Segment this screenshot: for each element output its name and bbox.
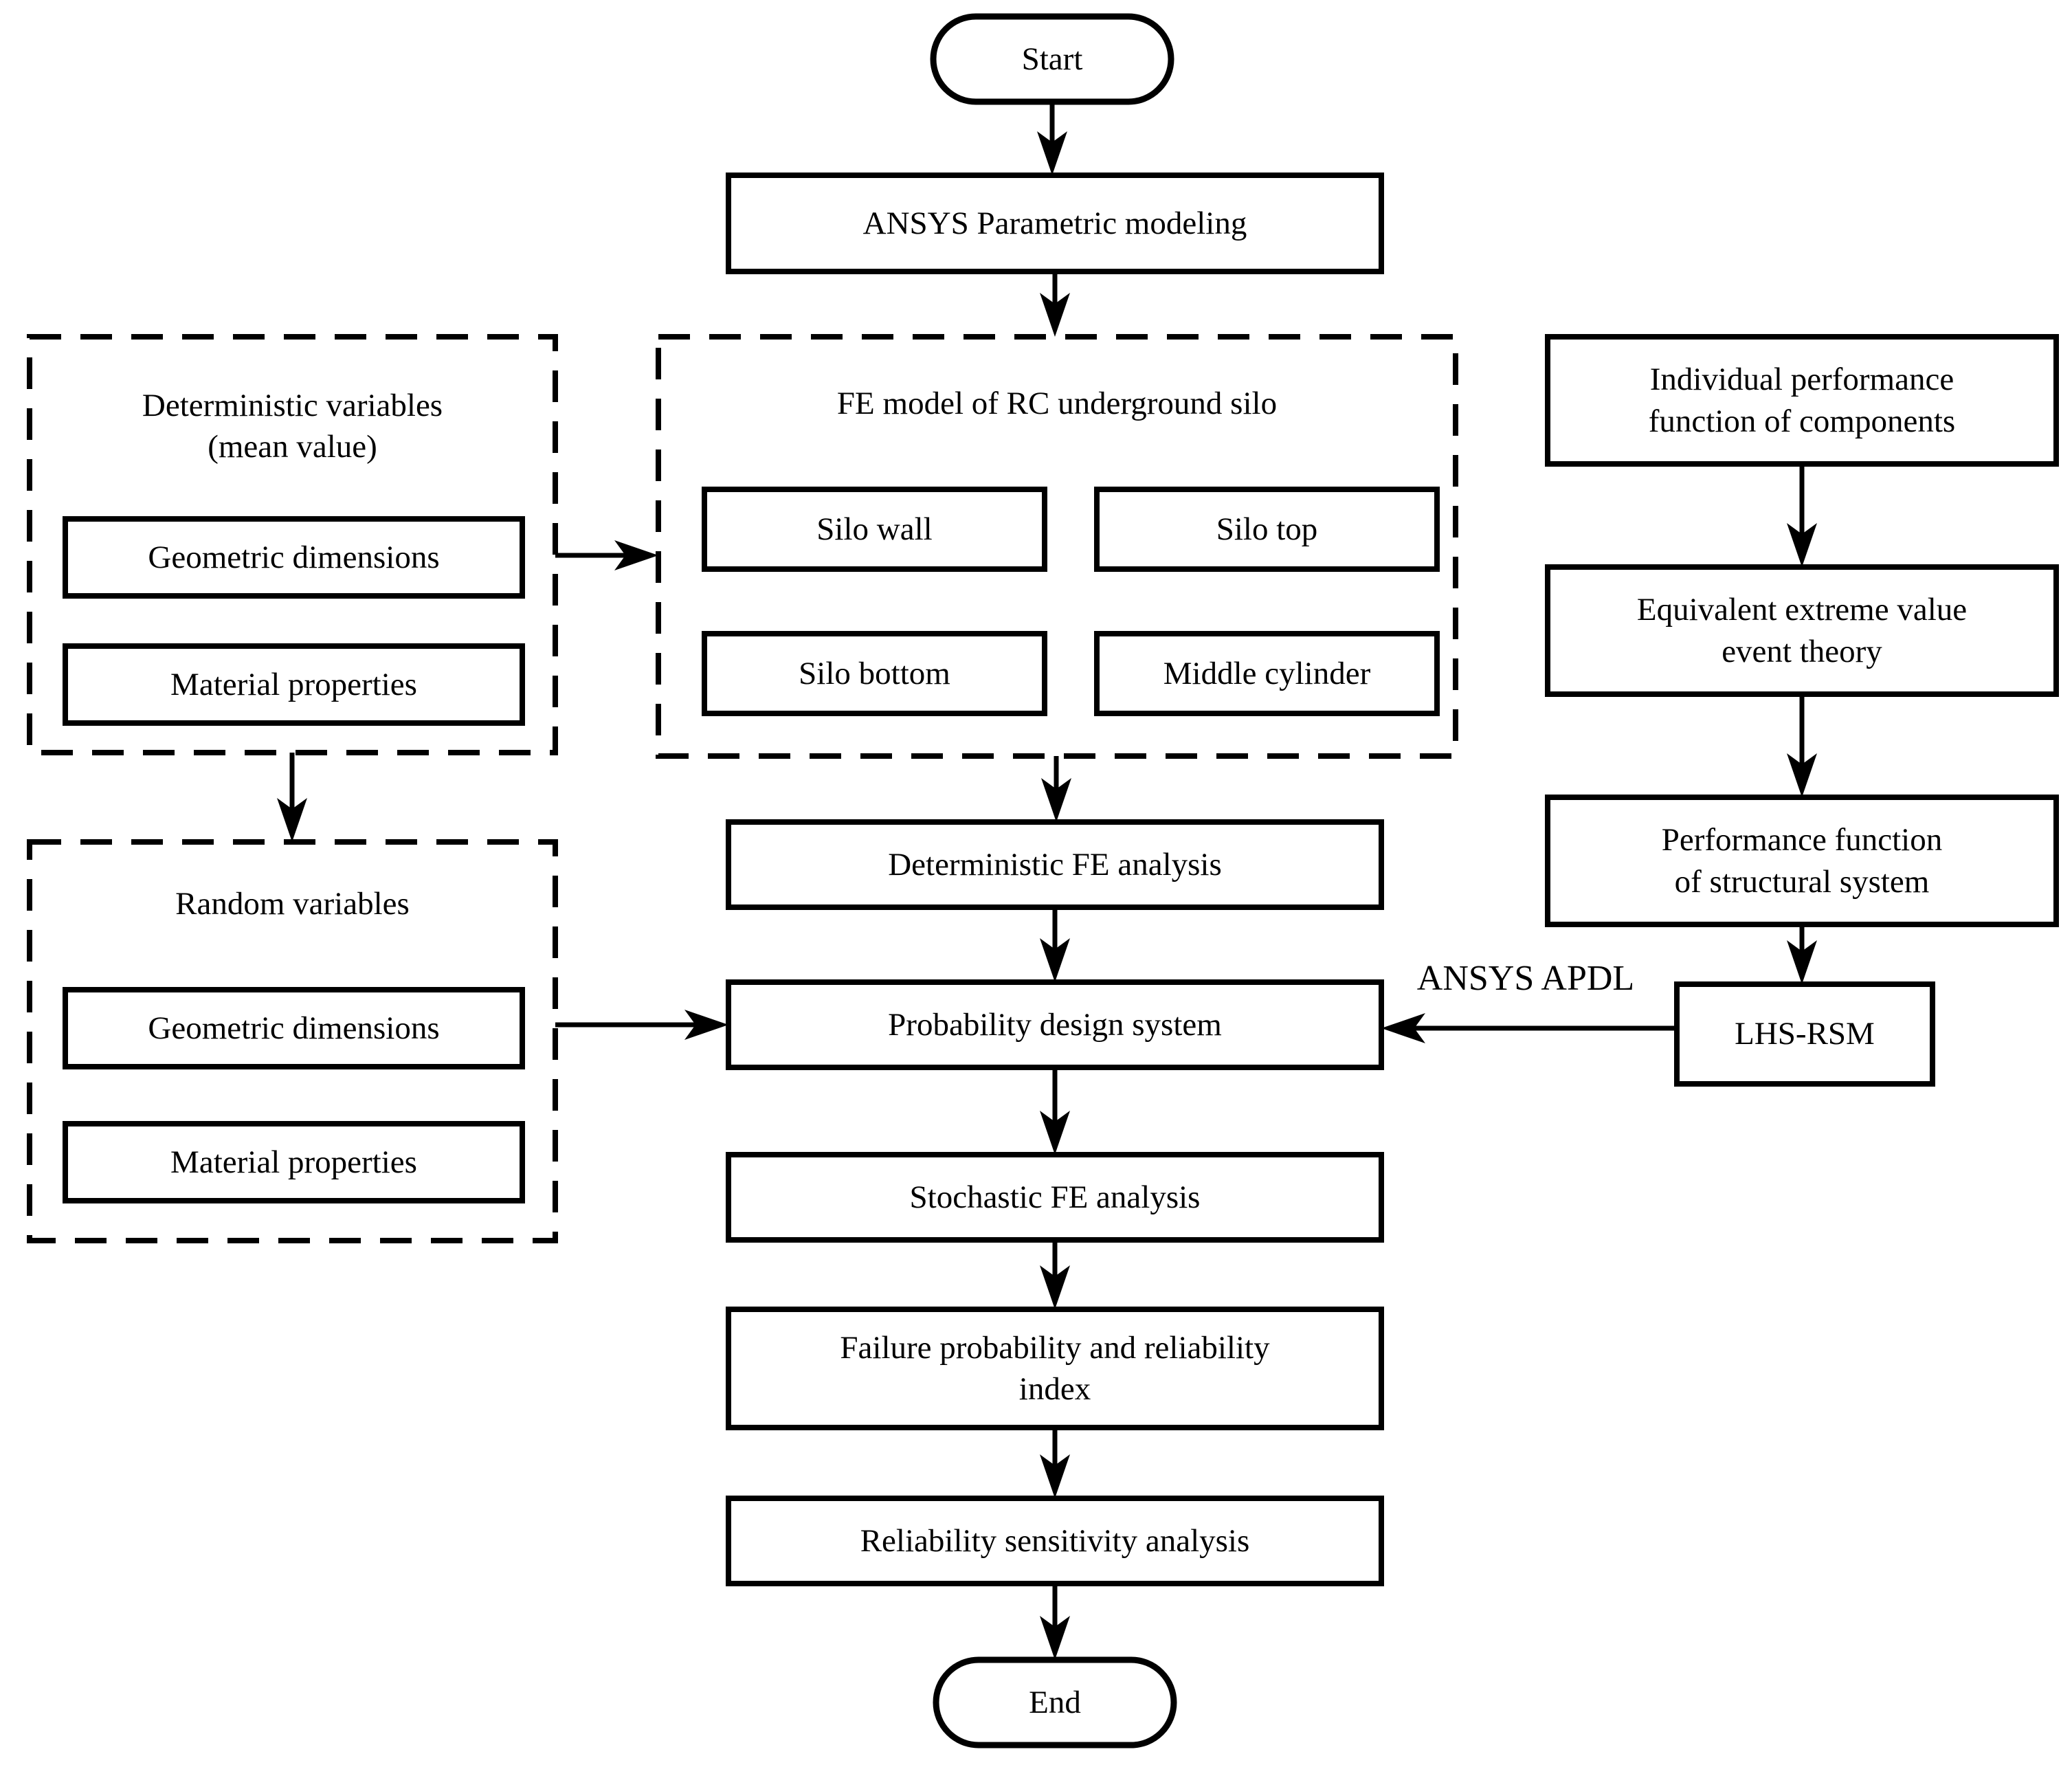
ansys-parametric-modeling-box: ANSYS Parametric modeling (862, 205, 1247, 241)
random-geometric-dimensions-box: Geometric dimensions (148, 1010, 440, 1046)
deterministic-geometric-dimensions-box: Geometric dimensions (148, 539, 440, 575)
silo-wall-box: Silo wall (816, 511, 933, 547)
deterministic-variables-group-frame (27, 334, 558, 755)
random-variables-group-title: Random variables (175, 886, 410, 922)
individual-performance-function-box: Individual performance function of compo… (1648, 362, 1956, 439)
ansys-apdl-edge-label: ANSYS APDL (1416, 958, 1635, 998)
middle-cylinder-box: Middle cylinder (1163, 655, 1371, 691)
equivalent-extreme-value-box: Equivalent extreme value event theory (1636, 592, 1968, 669)
start-terminator: Start (1021, 41, 1083, 77)
failure-probability-reliability-index-box: Failure probability and reliability inde… (840, 1329, 1270, 1407)
fe-model-group-title: FE model of RC underground silo (836, 386, 1278, 422)
silo-top-box: Silo top (1216, 511, 1318, 547)
silo-bottom-box: Silo bottom (799, 655, 950, 691)
end-terminator: End (1029, 1684, 1081, 1720)
lhs-rsm-box: LHS-RSM (1735, 1016, 1875, 1052)
probability-design-system-box: Probability design system (888, 1006, 1222, 1043)
reliability-sensitivity-analysis-box: Reliability sensitivity analysis (860, 1522, 1250, 1559)
end-terminator-shape (933, 1656, 1177, 1749)
deterministic-material-properties-box: Material properties (170, 666, 417, 702)
performance-function-structural-system-box: Performance function of structural syste… (1661, 822, 1943, 900)
random-variables-group-frame (27, 839, 558, 1243)
deterministic-variables-group-title: Deterministic variables (mean value) (142, 387, 443, 465)
stochastic-fe-analysis-box: Stochastic FE analysis (909, 1179, 1201, 1215)
process-box-shapes (63, 173, 2059, 1586)
random-material-properties-box: Material properties (170, 1144, 417, 1180)
deterministic-fe-analysis-box: Deterministic FE analysis (888, 846, 1222, 882)
